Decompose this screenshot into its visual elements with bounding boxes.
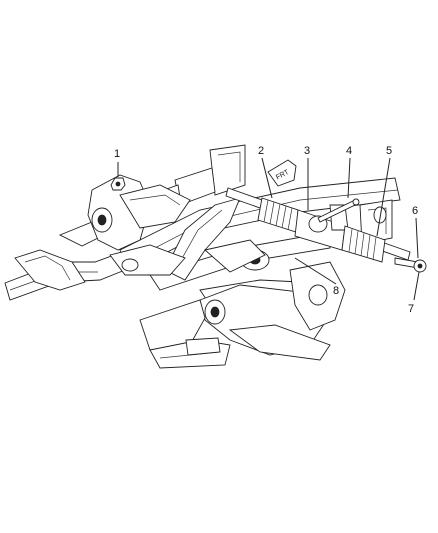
callout-5: 5 xyxy=(386,145,392,157)
callout-1: 1 xyxy=(114,148,120,160)
left-suspension xyxy=(87,174,270,276)
callout-6: 6 xyxy=(412,205,418,217)
callout-4: 4 xyxy=(346,145,352,157)
tie-rod-end xyxy=(394,257,427,273)
front-direction-arrow: FRT xyxy=(267,159,297,187)
callout-7: 7 xyxy=(408,303,414,315)
leader-lines xyxy=(117,157,420,301)
callout-2: 2 xyxy=(258,145,264,157)
right-suspension xyxy=(199,261,346,361)
frame-lower-front xyxy=(139,299,231,369)
callout-8: 8 xyxy=(333,285,339,297)
steering-rack xyxy=(225,187,411,263)
nut-part xyxy=(110,177,126,191)
callout-3: 3 xyxy=(304,145,310,157)
